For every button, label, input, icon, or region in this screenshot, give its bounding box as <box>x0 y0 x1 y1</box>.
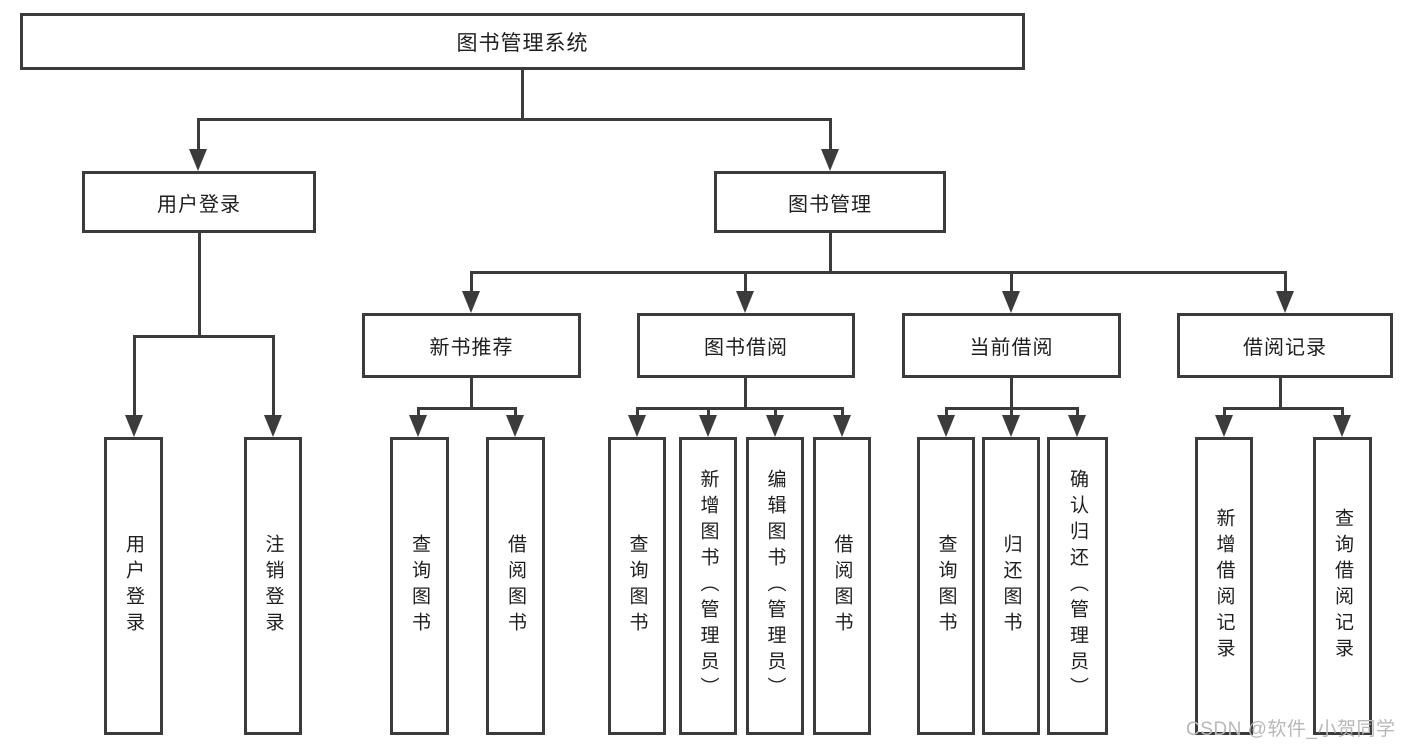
connector-line <box>1009 407 1013 419</box>
connector-line <box>1222 407 1226 419</box>
node-root: 图书管理系统 <box>20 13 1025 70</box>
node-label: 查询图书 <box>935 534 957 638</box>
arrow-down-icon <box>833 415 851 437</box>
node-label: 图书管理 <box>788 193 872 216</box>
connector-line <box>416 407 420 419</box>
arrow-down-icon <box>506 415 524 437</box>
arrow-down-icon <box>821 149 839 171</box>
node-book-borrowing: 图书借阅 <box>637 313 855 378</box>
connector-line <box>773 407 777 419</box>
arrow-down-icon <box>736 291 754 313</box>
node-leaf-edit-book-admin: 编辑图书（管理员） <box>746 437 804 735</box>
connector-line <box>132 335 136 419</box>
node-leaf-borrow-book-recommend: 借阅图书 <box>486 437 545 735</box>
connector-line <box>416 407 517 410</box>
arrow-down-icon <box>125 415 143 437</box>
connector-line <box>840 407 844 419</box>
node-leaf-user-login: 用户登录 <box>104 437 163 735</box>
connector-line <box>828 118 832 153</box>
connector-line <box>743 271 747 295</box>
connector-line <box>469 271 473 295</box>
csdn-watermark: CSDN @软件_小贺同学 <box>1186 719 1396 740</box>
node-label: 查询图书 <box>409 534 430 638</box>
connector-line <box>1009 271 1013 295</box>
node-label: 图书管理系统 <box>456 31 589 55</box>
arrow-down-icon <box>264 415 282 437</box>
connector-line <box>1009 378 1013 410</box>
node-label: 用户登录 <box>123 534 144 638</box>
node-leaf-confirm-return-admin: 确认归还（管理员） <box>1047 437 1108 735</box>
arrow-down-icon <box>766 415 784 437</box>
node-label: 查询借阅记录 <box>1332 508 1353 664</box>
node-label: 归还图书 <box>1000 534 1022 638</box>
node-label: 新增借阅记录 <box>1213 508 1235 664</box>
connector-line <box>1340 407 1344 419</box>
connector-line <box>469 271 1287 274</box>
node-leaf-query-book-borrowing: 查询图书 <box>608 437 666 735</box>
node-leaf-query-book-recommend: 查询图书 <box>390 437 449 735</box>
connector-line <box>197 233 201 338</box>
node-leaf-add-book-admin: 新增图书（管理员） <box>679 437 737 735</box>
node-label: 借阅记录 <box>1243 337 1327 359</box>
connector-line <box>271 335 275 419</box>
connector-line <box>196 118 832 121</box>
connector-line <box>1278 378 1282 410</box>
arrow-down-icon <box>1002 291 1020 313</box>
connector-line <box>828 233 832 274</box>
connector-line <box>1222 407 1344 410</box>
arrow-down-icon <box>1333 415 1351 437</box>
arrow-down-icon <box>1068 415 1086 437</box>
connector-line <box>1283 271 1287 295</box>
node-new-book-recommend: 新书推荐 <box>362 313 581 378</box>
arrow-down-icon <box>1276 291 1294 313</box>
connector-line <box>469 378 473 410</box>
node-label: 查询图书 <box>626 534 648 638</box>
arrow-down-icon <box>409 415 427 437</box>
node-book-management: 图书管理 <box>714 171 946 233</box>
node-label: 借阅图书 <box>831 534 853 638</box>
connector-line <box>513 407 517 419</box>
arrow-down-icon <box>462 291 480 313</box>
node-leaf-query-book-current: 查询图书 <box>917 437 975 735</box>
connector-line <box>132 335 275 338</box>
connector-line <box>706 407 710 419</box>
arrow-down-icon <box>189 149 207 171</box>
node-current-borrowing: 当前借阅 <box>902 313 1121 378</box>
arrow-down-icon <box>937 415 955 437</box>
node-label: 用户登录 <box>157 193 241 216</box>
arrow-down-icon <box>1215 415 1233 437</box>
connector-line <box>635 407 844 410</box>
connector-line <box>944 407 948 419</box>
node-label: 新书推荐 <box>429 337 514 359</box>
node-label: 确认归还（管理员） <box>1067 469 1088 703</box>
connector-line <box>196 118 200 153</box>
node-label: 当前借阅 <box>969 337 1054 359</box>
connector-line <box>520 70 524 121</box>
node-leaf-return-book: 归还图书 <box>982 437 1040 735</box>
node-label: 编辑图书（管理员） <box>764 469 786 703</box>
node-label: 图书借阅 <box>704 337 788 359</box>
arrow-down-icon <box>699 415 717 437</box>
node-leaf-borrow-book: 借阅图书 <box>813 437 871 735</box>
node-borrow-records: 借阅记录 <box>1177 313 1393 378</box>
node-leaf-add-borrow-record: 新增借阅记录 <box>1195 437 1253 735</box>
arrow-down-icon <box>628 415 646 437</box>
node-label: 新增图书（管理员） <box>697 469 719 703</box>
node-leaf-logout: 注销登录 <box>244 437 302 735</box>
connector-line <box>635 407 639 419</box>
connector-line <box>743 378 747 410</box>
arrow-down-icon <box>1002 415 1020 437</box>
connector-line <box>1075 407 1079 419</box>
node-user-login: 用户登录 <box>82 171 316 233</box>
node-label: 借阅图书 <box>505 534 526 638</box>
node-label: 注销登录 <box>262 534 284 638</box>
node-leaf-query-borrow-record: 查询借阅记录 <box>1313 437 1372 735</box>
